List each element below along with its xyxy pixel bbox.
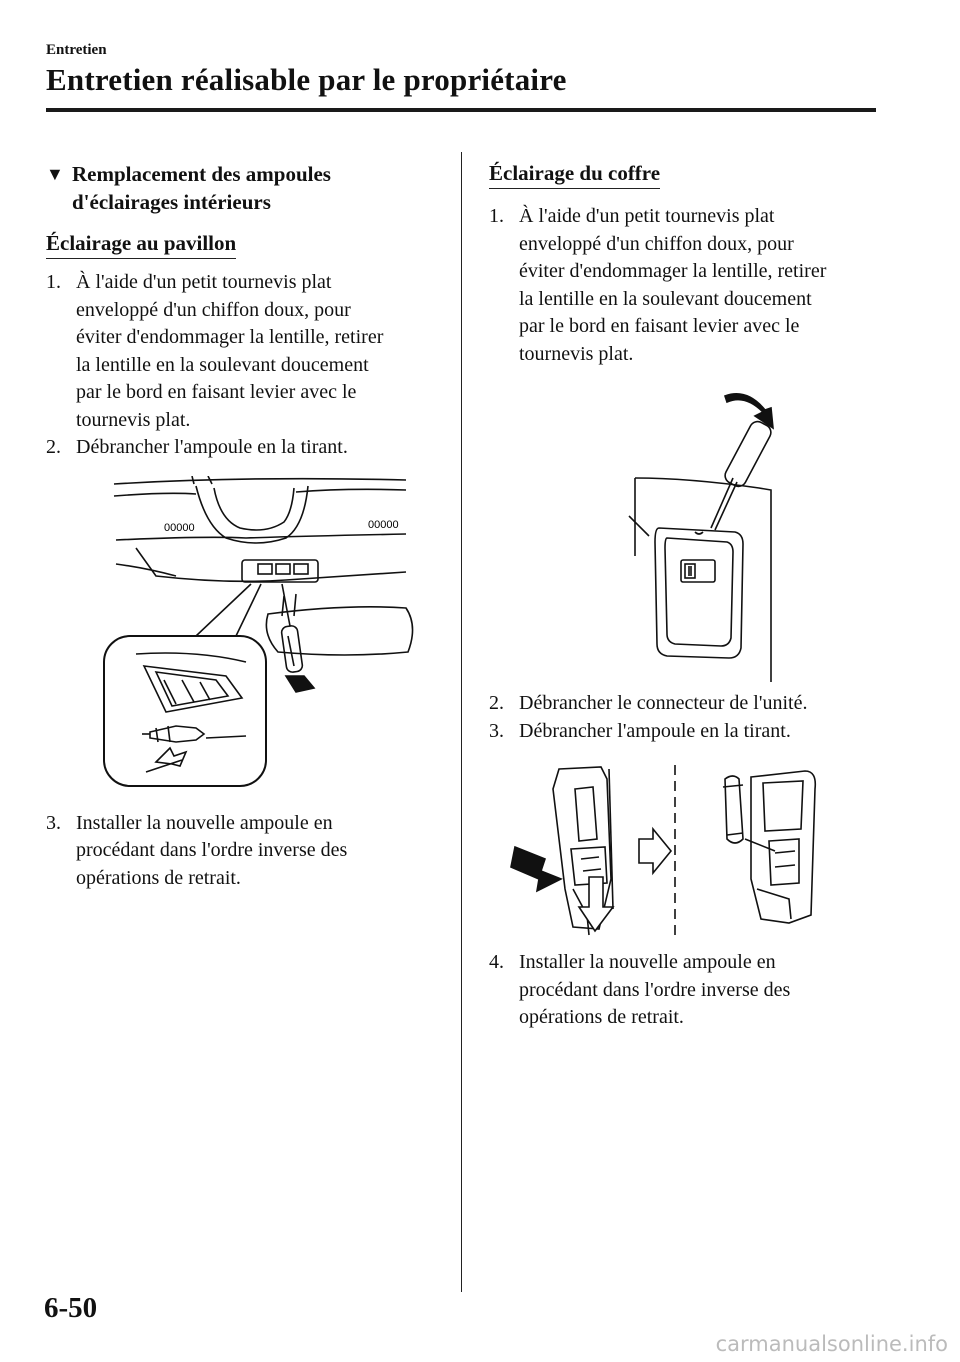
step-text-line: enveloppé d'un chiffon doux, pour xyxy=(76,298,351,321)
step-text-line: opérations de retrait. xyxy=(519,1006,684,1028)
step-text-line: Débrancher l'ampoule en la tirant. xyxy=(76,436,348,458)
step-text-line: Installer la nouvelle ampoule en xyxy=(76,811,333,834)
step-text-line: la lentille en la soulevant doucement xyxy=(76,353,369,376)
step-text-line: Installer la nouvelle ampoule en xyxy=(519,951,776,973)
list-item: 1. À l'aide d'un petit tournevis plat en… xyxy=(46,269,441,434)
page-number: 6-50 xyxy=(44,1292,98,1324)
connector-bulb-removal-illustration xyxy=(510,765,817,939)
step-number: 1. xyxy=(46,271,61,293)
list-item: 4. Installer la nouvelle ampoule en proc… xyxy=(489,949,889,1032)
left-column: ▼ Remplacement des ampoules d'éclairages… xyxy=(46,160,441,892)
step-text-line: la lentille en la soulevant doucement xyxy=(519,287,812,310)
step-text-line: procédant dans l'ordre inverse des xyxy=(76,839,348,861)
step-text-line: par le bord en faisant levier avec le xyxy=(76,381,357,403)
list-item: 3. Installer la nouvelle ampoule en proc… xyxy=(46,810,441,893)
step-text-line: tournevis plat. xyxy=(519,342,634,365)
step-text-line: Débrancher le connecteur de l'unité. xyxy=(519,692,808,714)
section-heading-line1: Remplacement des ampoules xyxy=(72,162,331,186)
steps-list-pavillon: 1. À l'aide d'un petit tournevis plat en… xyxy=(46,269,441,462)
section-heading: ▼ Remplacement des ampoules d'éclairages… xyxy=(46,160,441,216)
step-text-line: procédant dans l'ordre inverse des xyxy=(519,978,791,1001)
steps-list-coffre: 1. À l'aide d'un petit tournevis plat en… xyxy=(489,203,889,368)
trunk-lamp-lens-illustration xyxy=(628,393,774,682)
step-text-line: enveloppé d'un chiffon doux, pour xyxy=(519,232,794,255)
step-number: 4. xyxy=(489,951,504,973)
step-number: 3. xyxy=(489,719,504,742)
chapter-label: Entretien xyxy=(46,42,107,58)
step-text-line: tournevis plat. xyxy=(76,408,191,431)
sub-heading-pavillon: Éclairage au pavillon xyxy=(46,230,237,259)
triangle-down-icon: ▼ xyxy=(46,164,64,184)
figure-label-a: 00000 xyxy=(164,522,195,534)
figure-label-b: 00000 xyxy=(368,519,399,531)
page-title: Entretien réalisable par le propriétaire xyxy=(46,62,567,97)
list-item: 3. Débrancher l'ampoule en la tirant. xyxy=(489,718,889,746)
step-text-line: À l'aide d'un petit tournevis plat xyxy=(76,271,332,293)
list-item: 2. Débrancher l'ampoule en la tirant. xyxy=(46,434,441,462)
step-number: 2. xyxy=(489,692,504,714)
step-text-line: À l'aide d'un petit tournevis plat xyxy=(519,205,775,227)
list-item: 2. Débrancher le connecteur de l'unité. xyxy=(489,690,889,718)
steps-list-pavillon-cont: 3. Installer la nouvelle ampoule en proc… xyxy=(46,810,441,893)
step-text-line: opérations de retrait. xyxy=(76,866,241,889)
step-text-line: éviter d'endommager la lentille, retirer xyxy=(519,260,827,282)
step-text-line: Débrancher l'ampoule en la tirant. xyxy=(519,719,791,742)
sub-heading-coffre: Éclairage du coffre xyxy=(489,160,661,189)
column-divider xyxy=(461,152,462,1292)
watermark: carmanualsonline.info xyxy=(715,1332,948,1356)
step-text-line: par le bord en faisant levier avec le xyxy=(519,315,800,337)
step-text-line: éviter d'endommager la lentille, retirer xyxy=(76,326,384,348)
title-rule xyxy=(46,108,876,112)
step-number: 2. xyxy=(46,436,61,458)
overhead-lamp-illustration: 00000 00000 xyxy=(103,475,414,787)
steps-list-coffre-mid: 2. Débrancher le connecteur de l'unité. … xyxy=(489,690,889,745)
list-item: 1. À l'aide d'un petit tournevis plat en… xyxy=(489,203,889,368)
section-heading-line2: d'éclairages intérieurs xyxy=(72,190,271,214)
step-number: 3. xyxy=(46,811,61,834)
right-column: Éclairage du coffre 1. À l'aide d'un pet… xyxy=(489,160,889,1032)
steps-list-coffre-end: 4. Installer la nouvelle ampoule en proc… xyxy=(489,949,889,1032)
step-number: 1. xyxy=(489,205,504,227)
